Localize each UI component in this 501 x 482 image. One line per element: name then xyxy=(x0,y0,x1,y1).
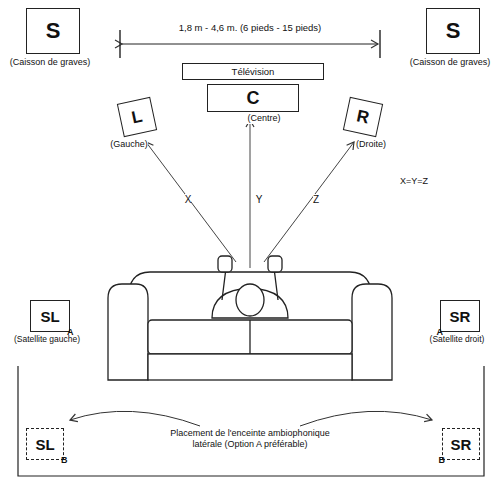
speaker-letter: L xyxy=(120,105,155,128)
dimension-label: 1,8 m - 4,6 m. (6 pieds - 15 pieds) xyxy=(179,22,322,34)
position-mark: B xyxy=(439,455,446,465)
speaker-letter: R xyxy=(346,105,381,128)
equality-note: X=Y=Z xyxy=(400,176,428,187)
speaker-letter: Télévision xyxy=(183,67,323,77)
speaker-caption: (Gauche) xyxy=(110,140,148,150)
speaker-letter: SR xyxy=(441,309,479,324)
speaker-box: C xyxy=(207,84,299,112)
speaker-box: SRB xyxy=(442,428,480,460)
position-mark: B xyxy=(61,455,68,465)
speaker-letter: SL xyxy=(31,309,69,324)
placement-note: Placement de l'enceinte ambiophonique la… xyxy=(170,428,330,451)
speaker-letter: S xyxy=(27,20,79,42)
speaker-letter: SR xyxy=(443,437,479,452)
subwoofer-box: S xyxy=(426,8,480,54)
speaker-box: SLA xyxy=(30,300,70,332)
distance-label: X xyxy=(185,194,192,207)
speaker-box: SLB xyxy=(26,428,64,460)
speaker-caption: (Caisson de graves) xyxy=(10,58,91,68)
speaker-letter: S xyxy=(427,20,479,42)
speaker-box: SRA xyxy=(440,300,480,332)
distance-label: Z xyxy=(313,194,319,207)
speaker-letter: SL xyxy=(27,437,63,452)
speaker-caption: (Satellite droit) xyxy=(430,335,485,344)
subwoofer-box: S xyxy=(26,8,80,54)
distance-label: Y xyxy=(256,194,263,207)
speaker-caption: (Centre) xyxy=(247,114,280,124)
tv-box: Télévision xyxy=(182,63,324,80)
speaker-box: R xyxy=(343,97,383,137)
speaker-letter: C xyxy=(208,89,298,107)
speaker-box: L xyxy=(117,97,157,137)
speaker-caption: (Caisson de graves) xyxy=(410,58,491,68)
speaker-caption: (Satellite gauche) xyxy=(14,335,80,344)
speaker-caption: (Droite) xyxy=(356,140,386,150)
